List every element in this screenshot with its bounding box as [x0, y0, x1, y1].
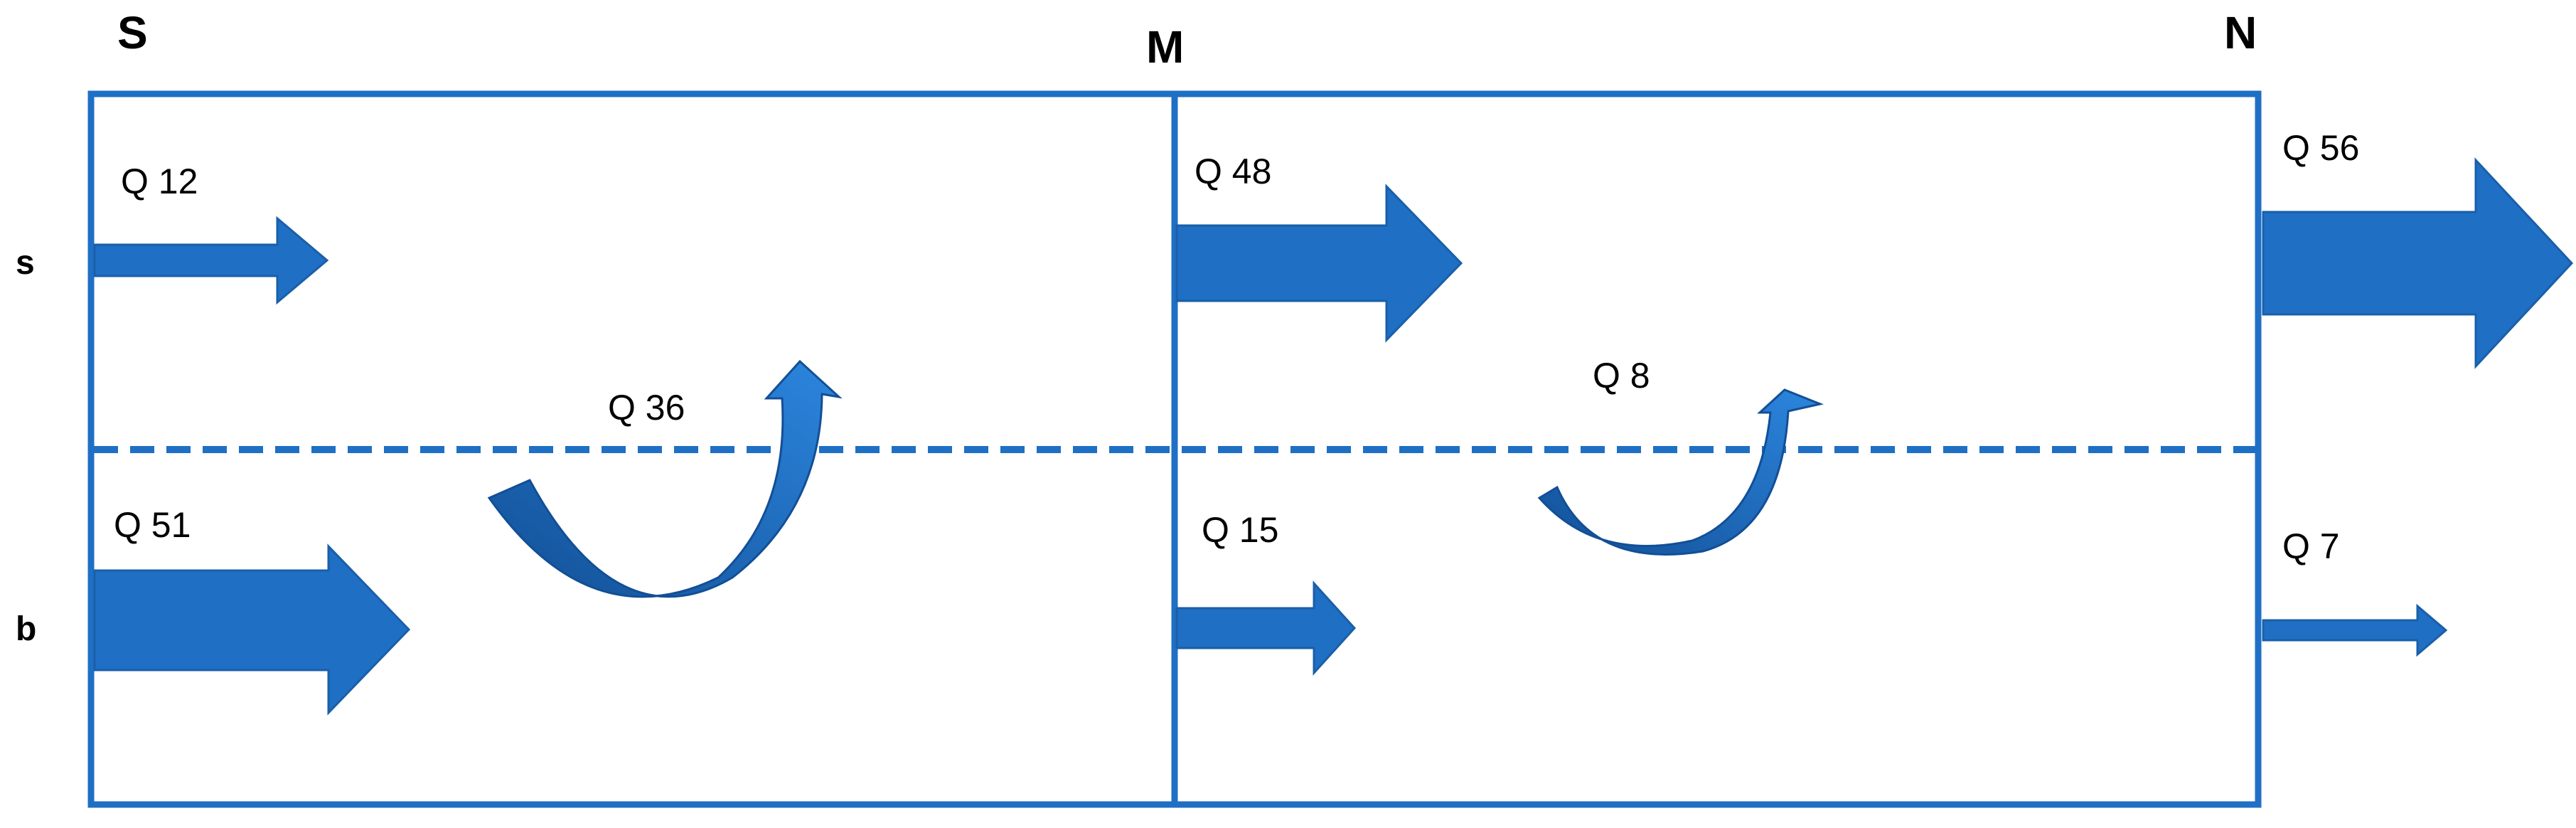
curved-arrow-exchange-right [1537, 388, 1824, 556]
flow-label-exchange-left: Q 36 [608, 388, 685, 428]
flow-label-s-mid: Q 48 [1195, 152, 1271, 191]
flow-label-b-out: Q 7 [2282, 526, 2340, 566]
row-label-s: s [16, 244, 35, 282]
arrow-s-mid [1175, 184, 1463, 343]
arrow-s-in [93, 216, 329, 305]
flow-label-s-out: Q 56 [2282, 128, 2359, 168]
arrow-b-mid [1175, 580, 1357, 676]
row-label-b: b [16, 610, 36, 648]
flow-label-b-mid: Q 15 [1202, 510, 1278, 550]
flow-label-exchange-right: Q 8 [1593, 356, 1650, 396]
flow-label-s-in: Q 12 [121, 161, 198, 201]
arrow-s-out [2262, 157, 2574, 369]
arrow-b-in [93, 543, 411, 716]
column-label-s: S [117, 7, 148, 58]
arrow-b-out [2262, 603, 2448, 657]
curved-arrow-exchange-left [487, 359, 843, 598]
column-label-n: N [2224, 7, 2257, 58]
flow-label-b-in: Q 51 [114, 505, 191, 545]
column-label-m: M [1146, 21, 1184, 73]
